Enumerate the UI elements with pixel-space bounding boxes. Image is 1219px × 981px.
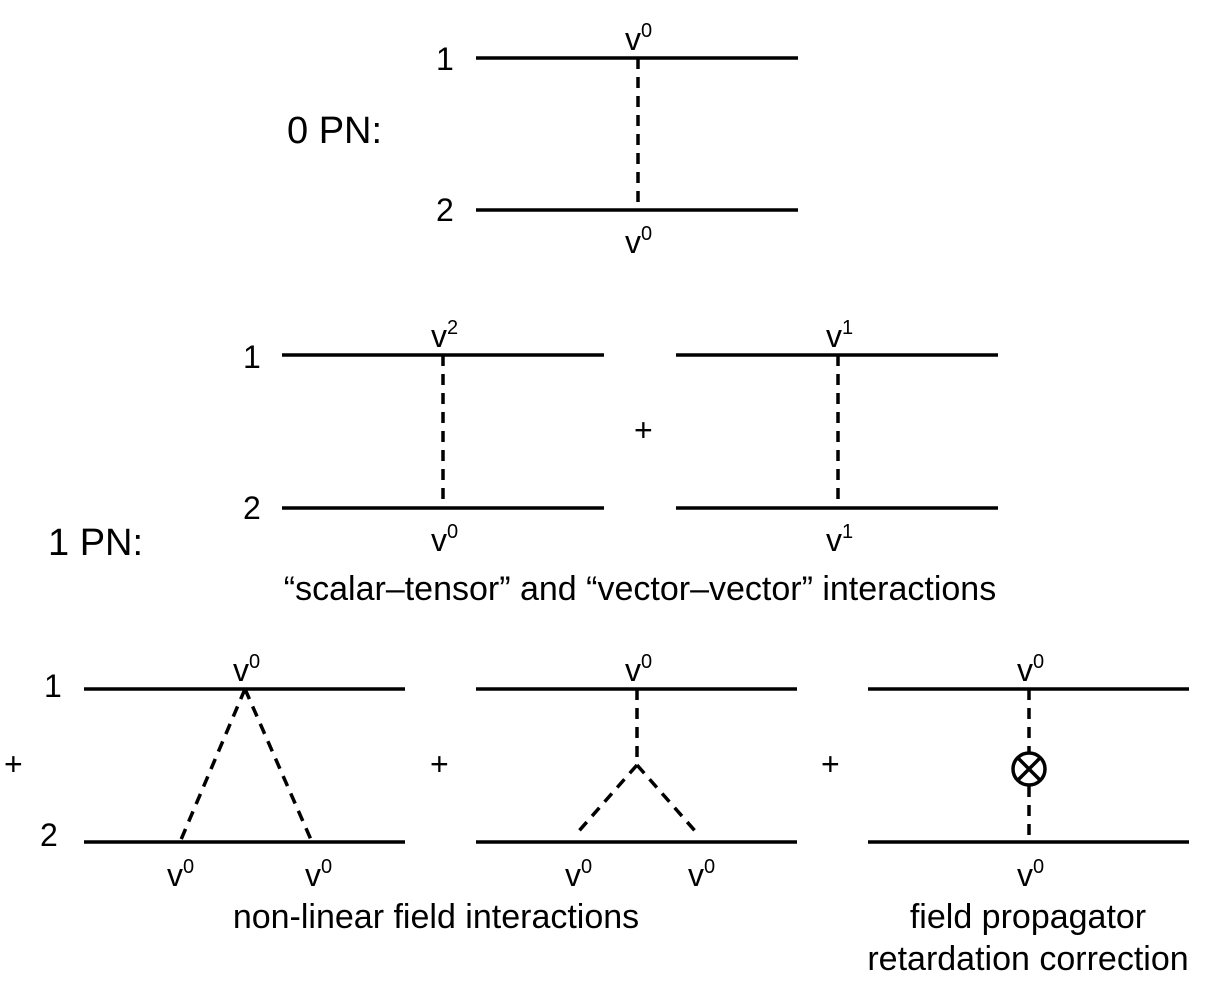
diagram-1pn-scalar-tensor: 1 2 v2 v0 xyxy=(243,317,604,558)
caption-retardation-line2: retardation correction xyxy=(867,940,1188,978)
vertex-velocity-top: v2 xyxy=(431,317,458,354)
plus-sign: + xyxy=(4,746,23,782)
caption-scalar-vector: “scalar–tensor” and “vector–vector” inte… xyxy=(284,570,996,608)
particle-2-label: 2 xyxy=(243,490,261,526)
section-label-1pn: 1 PN: xyxy=(48,522,143,564)
diagram-1pn-nonlinear-a: 1 2 v0 v0 v0 xyxy=(40,651,405,893)
vertex-velocity-top: v0 xyxy=(1017,651,1044,688)
vertex-velocity-bottom: v0 xyxy=(625,223,652,260)
vertex-velocity-bottom-left: v0 xyxy=(167,856,194,893)
retardation-insertion-icon xyxy=(1011,751,1047,787)
section-label-0pn: 0 PN: xyxy=(287,110,382,152)
plus-sign: + xyxy=(430,746,449,782)
vertex-velocity-top: v1 xyxy=(826,317,853,354)
particle-1-label: 1 xyxy=(436,41,454,77)
diagram-0pn: 1 2 v0 v0 xyxy=(436,20,798,260)
potential-propagator-left xyxy=(576,763,639,834)
vertex-velocity-bottom-right: v0 xyxy=(688,856,715,893)
vertex-velocity-top: v0 xyxy=(233,651,260,688)
vertex-velocity-top: v0 xyxy=(625,651,652,688)
plus-sign: + xyxy=(634,412,653,448)
potential-propagator-right xyxy=(243,688,314,843)
particle-1-label: 1 xyxy=(243,339,261,375)
vertex-velocity-bottom-left: v0 xyxy=(565,856,592,893)
vertex-velocity-bottom-right: v0 xyxy=(305,856,332,893)
particle-2-label: 2 xyxy=(436,192,454,228)
particle-2-label: 2 xyxy=(40,817,58,853)
diagram-1pn-nonlinear-b: v0 v0 v0 xyxy=(476,651,797,893)
particle-1-label: 1 xyxy=(44,668,62,704)
potential-propagator-right xyxy=(635,763,698,834)
potential-propagator-left xyxy=(178,688,247,843)
caption-nonlinear: non-linear field interactions xyxy=(233,898,639,936)
diagram-1pn-vector-vector: v1 v1 xyxy=(676,317,998,558)
vertex-velocity-bottom: v1 xyxy=(826,521,853,558)
plus-sign: + xyxy=(821,746,840,782)
vertex-velocity-top: v0 xyxy=(625,20,652,57)
caption-retardation-line1: field propagator xyxy=(910,898,1146,936)
vertex-velocity-bottom: v0 xyxy=(431,521,458,558)
vertex-velocity-bottom: v0 xyxy=(1017,856,1044,893)
diagram-1pn-retardation: v0 v0 xyxy=(868,651,1189,893)
